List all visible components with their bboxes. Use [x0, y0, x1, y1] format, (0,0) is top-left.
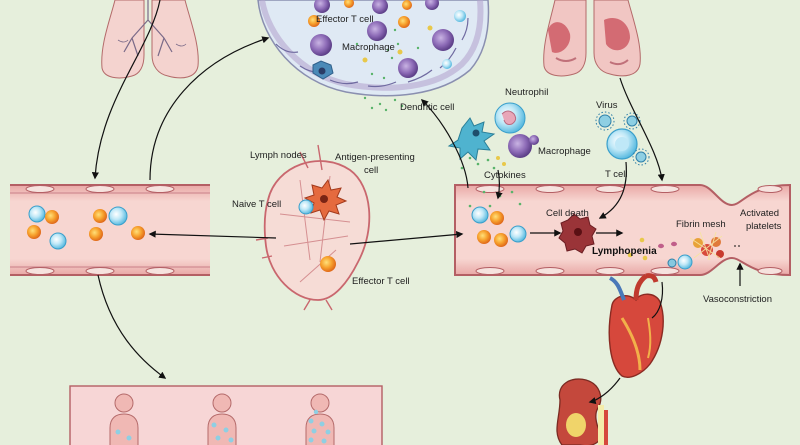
heart-icon	[608, 273, 664, 378]
label-vasoconstriction: Vasoconstriction	[703, 294, 772, 305]
human-silhouette-icon	[207, 393, 237, 445]
blood-vessel-left	[10, 184, 210, 276]
label-neutrophil: Neutrophil	[505, 87, 548, 98]
dendritic-cell-icon	[447, 117, 496, 162]
arrow-vessel-to-heart	[651, 281, 664, 319]
arrow-lungs-to-vessel-left	[91, 0, 161, 180]
lung-icon	[543, 0, 641, 77]
neutrophil-icon	[494, 102, 526, 134]
t-cell-icon	[606, 128, 638, 160]
label-naive-t-cell: Naive T cell	[232, 199, 281, 210]
arrow-vessel-right-to-alveolus	[420, 98, 469, 189]
label-macrophage-mid: Macrophage	[538, 146, 591, 157]
antigen-presenting-cell-icon	[303, 178, 348, 222]
blood-vessel-right	[454, 183, 791, 277]
arrow-vessel-left-to-alveolus	[149, 36, 270, 181]
patient-silhouettes-panel	[69, 385, 383, 445]
label-lymph-nodes: Lymph nodes	[250, 150, 307, 161]
fibrin-mesh-icon	[689, 231, 724, 261]
label-virus: Virus	[596, 100, 618, 111]
alveolus-section	[257, 0, 490, 112]
arrow-lungs-to-vessel-right	[619, 77, 665, 182]
label-cell-death: Cell death	[546, 208, 589, 219]
arrow-vessel-left-to-silhouettes	[97, 274, 167, 379]
label-antigen-presenting-cell-line2: cell	[364, 165, 378, 176]
label-lymphopenia: Lymphopenia	[592, 246, 657, 257]
virus-icon	[595, 111, 615, 131]
arrow-cytokines-to-vessel	[495, 169, 503, 200]
label-antigen-presenting-cell-line1: Antigen-presenting	[335, 152, 415, 163]
human-silhouette-icon	[109, 393, 139, 445]
virus-icon	[632, 148, 650, 166]
label-activated-platelets-line2: platelets	[746, 221, 782, 232]
label-fibrin-mesh: Fibrin mesh	[676, 219, 726, 230]
arrow-node-to-vessel-right	[349, 230, 464, 245]
arrow-heart-to-kidney	[588, 377, 621, 405]
label-t-cell: T cell	[605, 169, 628, 180]
lymph-node-icon	[255, 144, 371, 311]
virus-icon	[623, 112, 641, 130]
arrow-node-to-vessel-left	[148, 230, 277, 239]
arrow-t-cell-to-cell-death	[598, 161, 627, 219]
label-activated-platelets-line1: Activated	[740, 208, 779, 219]
virus-icon	[667, 258, 677, 268]
human-silhouette-icon	[305, 393, 335, 445]
macrophage-icon	[508, 134, 539, 158]
label-effector-t-cell-node: Effector T cell	[352, 276, 410, 287]
kidney-icon	[556, 378, 608, 445]
label-effector-t-cell-alveolus: Effector T cell	[316, 14, 374, 25]
label-cytokines: Cytokines	[484, 170, 526, 181]
label-dendritic-cell: Dendritic cell	[400, 102, 454, 113]
label-macrophage-alveolus: Macrophage	[342, 42, 395, 53]
lung-icon	[101, 0, 199, 79]
